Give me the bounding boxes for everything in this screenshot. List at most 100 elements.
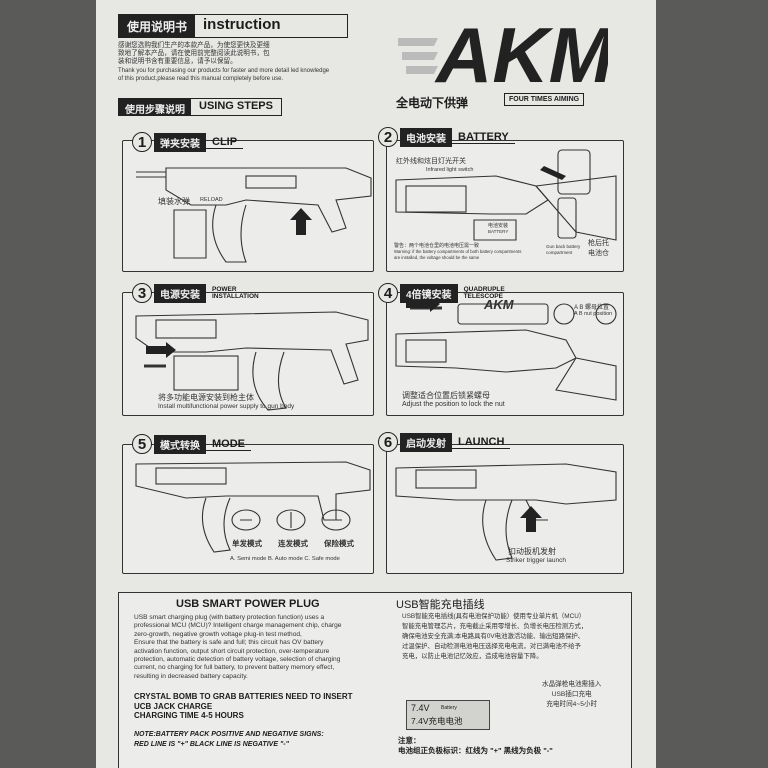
safe-mode-label: 保险模式 [324,539,354,548]
step-title-6: 6 启动发射 LAUNCH [378,432,511,452]
usb-en-line: resulting in decreased battery capacity. [134,672,248,680]
power-caption-en: Install multifunctional power supply to … [158,403,295,410]
using-steps-en: USING STEPS [199,100,273,112]
usb-title-cn: USB智能充电插线 [396,599,485,611]
usb-note-cn: 注意： 电池组正负极标识：红线为 "+" 黑线为负极 "-" [398,736,553,756]
usb-right-line: 充电时间4~5小时 [546,701,598,708]
step-number: 6 [378,432,398,452]
rifle-drawing-4 [395,303,617,401]
header-en: instruction [203,16,281,33]
usb-en-line: professional MCU (MCU)? Intelligent char… [134,622,342,630]
warning-en: are installed, the voltage should be the… [394,255,480,260]
step-title-1: 1 弹夹安装 CLIP [132,132,244,152]
step-title-5: 5 模式转换 MODE [132,434,251,454]
battery-box-cn: 电池安装 [488,223,509,229]
usb-cn-line: 充电，以防止电池记忆效应，造成电池容量下降。 [402,653,543,660]
battery-voltage: 7.4V [411,703,430,713]
adjust-caption-cn: 调整适合位置后锁紧螺母 [402,391,490,400]
brand-en-sub: FOUR TIMES AIMING [504,93,585,106]
logo-text: AKM [434,11,608,88]
step-number: 1 [132,132,152,152]
manual-page: 使用说明书 instruction 感谢您选购我们生产的本款产品，为使您更快及更… [96,0,656,768]
usb-cn-paragraph: USB智能充电插线(具有电池保护功能）使用专业单片机（MCU） 智能充电管理芯片… [402,612,628,662]
step-title-4: 4 4倍镜安装 QUADRUPLE TELESCOPE [378,283,511,303]
step-panel-2 [386,140,624,272]
using-steps-cn: 使用步骤说明 [119,99,191,116]
using-steps-header: 使用步骤说明 USING STEPS [118,98,282,116]
adjust-caption-en: Adjust the position to lock the nut [402,401,505,408]
step-en: BATTERY [452,131,515,144]
step-panel-4 [386,292,624,416]
step-cn: 模式转换 [154,434,206,454]
usb-note-line: RED LINE IS "+" BLACK LINE IS NEGATIVE "… [134,740,289,748]
nut-position-en: A B nut position [574,311,613,317]
gun-back-cn: 枪后托 [588,240,609,247]
battery-box-en: BATTERY [488,229,509,234]
semi-mode-label: 单发模式 [232,539,262,548]
usb-right-line: 水晶弹枪电池需插入 [542,681,602,688]
arrow-up-icon [290,208,312,235]
usb-right-line: USB插口充电 [551,691,592,698]
reload-caption-cn: 填装水弹 [158,197,190,206]
intro-cn-line: 装和说明书含有重要信息，请予以保留。 [118,58,237,66]
intro-cn-line: 感谢您选购我们生产的本款产品，为使您更快及更细 [118,42,270,49]
step-panel-1 [122,140,374,272]
infrared-switch-cn: 红外线和炫目灯光开关 [396,158,466,165]
scope-logo: AKM [484,297,514,312]
step-number: 5 [132,434,152,454]
intro-cn-line: 致地了解本产品，请在使用前完整阅读此说明书，包 [118,50,270,58]
gun-back-cn: 电池仓 [588,250,609,257]
usb-note-cn-line: 电池组正负极标识：红线为 "+" 黑线为负极 "-" [398,746,553,755]
akm-logo: AKM [398,11,608,88]
usb-cn-line: 智能充电管理芯片，充电截止采用零增长、负增长电压检测方式， [402,623,588,630]
mode-legend: A. Semi mode B. Auto mode C. Safe mode [230,556,340,562]
step-cn: 弹夹安装 [154,132,206,152]
usb-bold-block: CRYSTAL BOMB TO GRAB BATTERIES NEED TO I… [134,692,353,721]
warning-cn: 警告：两个电池仓里的电池电压需一致 [394,243,480,249]
step-title-2: 2 电池安装 BATTERY [378,127,515,147]
usb-bold-line: CRYSTAL BOMB TO GRAB BATTERIES NEED TO I… [134,692,353,701]
step-number: 4 [378,283,398,303]
gun-back-en: compartment [546,250,573,255]
reload-caption-en: RELOAD [200,197,223,203]
instruction-header: 使用说明书 instruction [118,14,348,38]
usb-en-line: activation function, output short circui… [134,647,330,655]
usb-bold-line: UCB JACK CHARGE [134,701,213,711]
intro-en-line: of this product,please read this manual … [118,75,284,82]
rifle-drawing-2 [395,149,617,241]
usb-bold-line: CHARGING TIME 4-5 HOURS [134,711,244,720]
step-panel-5 [122,444,374,574]
usb-en-line: USB smart charging plug (with battery pr… [134,614,325,621]
usb-en-line: zero-growth, negative growth voltage plu… [134,630,302,638]
header-cn: 使用说明书 [119,15,196,37]
rifle-drawing-5 [135,461,371,553]
usb-cn-line: 过温保护、自动检测电池电压选择充电电流，对已满电池不给予 [402,643,581,650]
usb-note-cn-line: 注意： [398,736,421,745]
rifle-drawing-1 [136,167,372,263]
step-en: MODE [206,438,251,451]
usb-en-paragraph: USB smart charging plug (with battery pr… [134,614,384,681]
step-en-line: QUADRUPLE [463,286,505,293]
battery-cn: 7.4V充电电池 [411,716,463,726]
step-number: 2 [378,127,398,147]
step-en-line: POWER [212,286,237,293]
brand-cn-sub: 全电动下供弹 [396,96,469,110]
step-en-line: TELESCOPE [463,293,503,300]
trigger-caption-cn: 扣动扳机发射 [508,547,556,556]
battery-word: Battery [441,705,457,711]
step-en: LAUNCH [452,436,511,449]
step-number: 3 [132,283,152,303]
usb-cn-line: 确保电池安全充满;本电路具有0V电池激活功能、输出短路保护、 [402,633,585,640]
infrared-switch-en: Infrared light switch [426,167,474,173]
usb-note-line: NOTE:BATTERY PACK POSITIVE AND NEGATIVE … [134,731,324,738]
usb-note-block: NOTE:BATTERY PACK POSITIVE AND NEGATIVE … [134,730,324,749]
gun-back-en: Gun back battery [546,244,581,249]
arrow-diagonal-icon [540,166,566,180]
usb-section [118,592,632,768]
step-cn: 4倍镜安装 [400,283,458,303]
usb-en-line: Ensure that the battery is safe and full… [134,639,324,647]
usb-en-line: protection, automatic detection of batte… [134,656,341,664]
intro-text: 感谢您选购我们生产的本款产品，为使您更快及更细 致地了解本产品，请在使用前完整阅… [118,42,348,83]
usb-right-notes: 水晶弹枪电池需插入 USB插口充电 充电时间4~5小时 [542,680,601,710]
usb-title-en: USB SMART POWER PLUG [176,598,320,610]
